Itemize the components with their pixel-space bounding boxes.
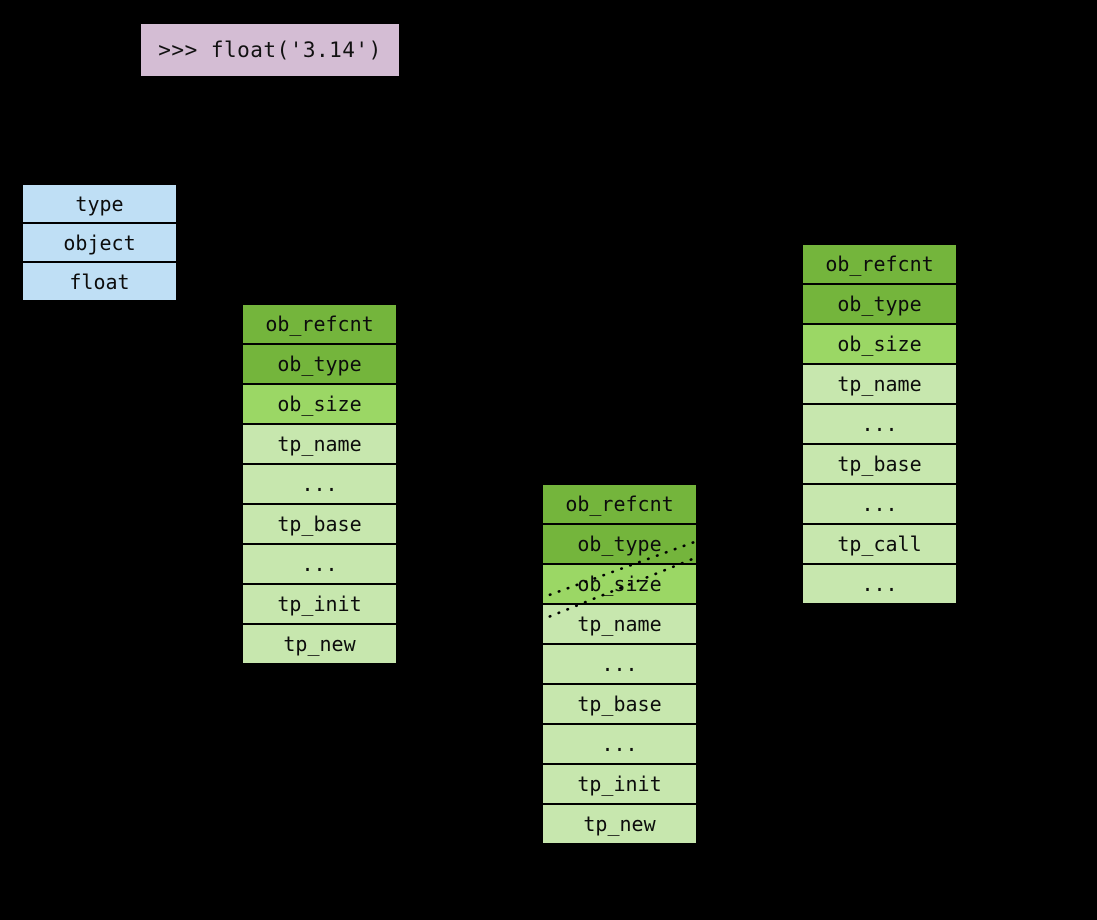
middle-row-ob-size: ob_size — [543, 565, 696, 605]
float-row-ellipsis-1: ... — [243, 465, 396, 505]
mro-row-type: type — [23, 185, 176, 224]
metatype-row-ob-size: ob_size — [803, 325, 956, 365]
middle-row-tp-init: tp_init — [543, 765, 696, 805]
metatype-row-ellipsis-3: ... — [803, 565, 956, 605]
float-struct-table: ob_refcnt ob_type ob_size tp_name ... tp… — [241, 303, 398, 665]
metatype-row-ellipsis-1: ... — [803, 405, 956, 445]
metatype-row-tp-name: tp_name — [803, 365, 956, 405]
middle-row-ob-type: ob_type — [543, 525, 696, 565]
metatype-row-ob-refcnt: ob_refcnt — [803, 245, 956, 285]
mro-row-float: float — [23, 263, 176, 302]
repl-prompt-text: >>> float('3.14') — [158, 38, 382, 62]
mro-table: type object float — [21, 183, 178, 302]
middle-row-ob-refcnt: ob_refcnt — [543, 485, 696, 525]
middle-row-tp-name: tp_name — [543, 605, 696, 645]
float-row-tp-name: tp_name — [243, 425, 396, 465]
middle-row-ellipsis-2: ... — [543, 725, 696, 765]
float-row-ob-refcnt: ob_refcnt — [243, 305, 396, 345]
float-row-ob-size: ob_size — [243, 385, 396, 425]
metatype-row-tp-call: tp_call — [803, 525, 956, 565]
middle-row-tp-new: tp_new — [543, 805, 696, 845]
float-row-ellipsis-2: ... — [243, 545, 396, 585]
middle-row-ellipsis-1: ... — [543, 645, 696, 685]
float-row-ob-type: ob_type — [243, 345, 396, 385]
float-row-tp-base: tp_base — [243, 505, 396, 545]
metatype-struct-table: ob_refcnt ob_type ob_size tp_name ... tp… — [801, 243, 958, 605]
metatype-row-ob-type: ob_type — [803, 285, 956, 325]
metatype-row-tp-base: tp_base — [803, 445, 956, 485]
middle-row-tp-base: tp_base — [543, 685, 696, 725]
float-row-tp-new: tp_new — [243, 625, 396, 665]
repl-prompt-box: >>> float('3.14') — [141, 24, 399, 76]
middle-struct-table: ob_refcnt ob_type ob_size tp_name ... tp… — [541, 483, 698, 845]
float-row-tp-init: tp_init — [243, 585, 396, 625]
metatype-row-ellipsis-2: ... — [803, 485, 956, 525]
mro-row-object: object — [23, 224, 176, 263]
